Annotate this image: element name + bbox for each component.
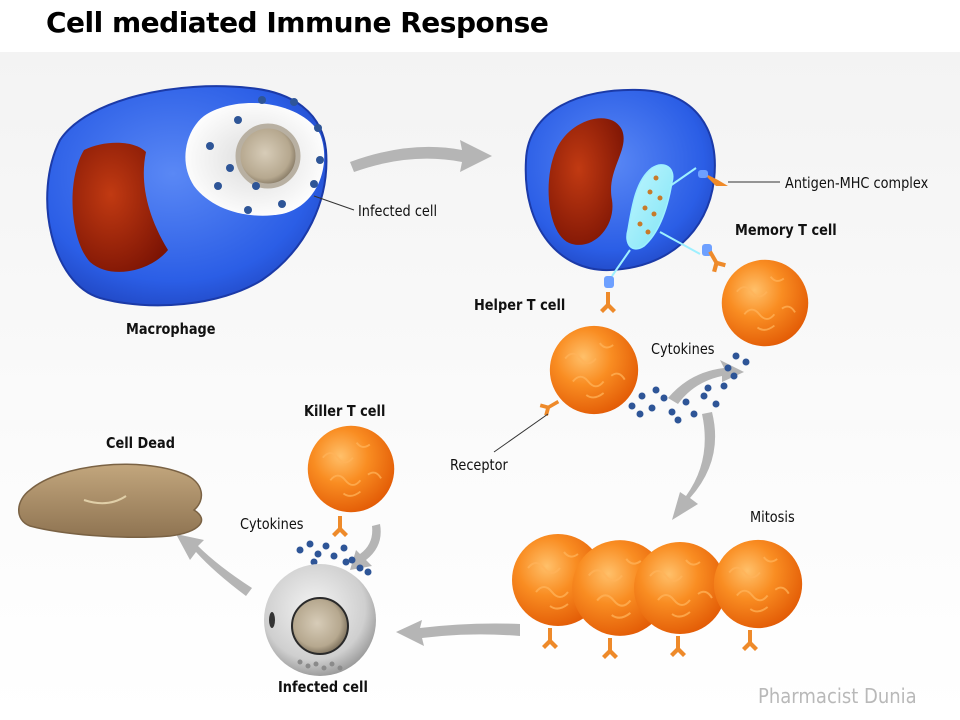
label-killer-t-cell: Killer T cell bbox=[304, 402, 386, 420]
cytokine-particles-right bbox=[628, 352, 750, 424]
arrow-infected-to-dead bbox=[176, 534, 252, 596]
engulfed-infected-cell bbox=[235, 123, 301, 189]
label-macrophage: Macrophage bbox=[126, 320, 216, 338]
label-cell-dead: Cell Dead bbox=[106, 434, 175, 452]
label-receptor: Receptor bbox=[450, 456, 508, 474]
helper-t-cell bbox=[538, 276, 640, 418]
leader-lines bbox=[313, 181, 780, 453]
antigen-mhc-vesicle bbox=[626, 164, 674, 250]
macrophage bbox=[46, 85, 328, 307]
title-bar: Cell mediated Immune Response bbox=[0, 0, 960, 52]
flow-arrows bbox=[176, 140, 744, 646]
label-helper-t-cell: Helper T cell bbox=[474, 296, 566, 314]
infected-cell-bottom bbox=[264, 564, 376, 676]
label-antigen-mhc-complex: Antigen-MHC complex bbox=[785, 174, 929, 192]
arrow-mitosis-to-infected bbox=[396, 620, 520, 646]
label-cytokines-right: Cytokines bbox=[651, 340, 715, 358]
macrophage-nucleus bbox=[72, 142, 168, 272]
label-memory-t-cell: Memory T cell bbox=[735, 221, 837, 239]
arrow-killer-to-infected bbox=[350, 524, 381, 570]
arrow-macrophage-to-apc bbox=[350, 140, 492, 172]
arrow-helper-to-memory bbox=[668, 360, 744, 404]
antigen-presenting-cell bbox=[524, 88, 728, 277]
page-title: Cell mediated Immune Response bbox=[46, 6, 549, 39]
label-mitosis: Mitosis bbox=[750, 508, 795, 526]
arrow-to-mitosis bbox=[672, 412, 716, 520]
mitosis-cells bbox=[511, 533, 804, 659]
label-cytokines-left: Cytokines bbox=[240, 515, 304, 533]
memory-t-cell bbox=[702, 244, 810, 348]
label-infected-cell-top: Infected cell bbox=[358, 202, 438, 220]
killer-t-cell bbox=[306, 424, 396, 537]
watermark: Pharmacist Dunia bbox=[758, 684, 917, 708]
antigen-mhc-marker bbox=[702, 172, 728, 186]
label-infected-cell-bottom: Infected cell bbox=[278, 678, 368, 696]
antigen-particles-macrophage bbox=[206, 96, 324, 214]
dead-cell bbox=[18, 463, 203, 538]
cytokine-particles-left bbox=[296, 540, 372, 576]
apc-nucleus bbox=[548, 118, 624, 245]
